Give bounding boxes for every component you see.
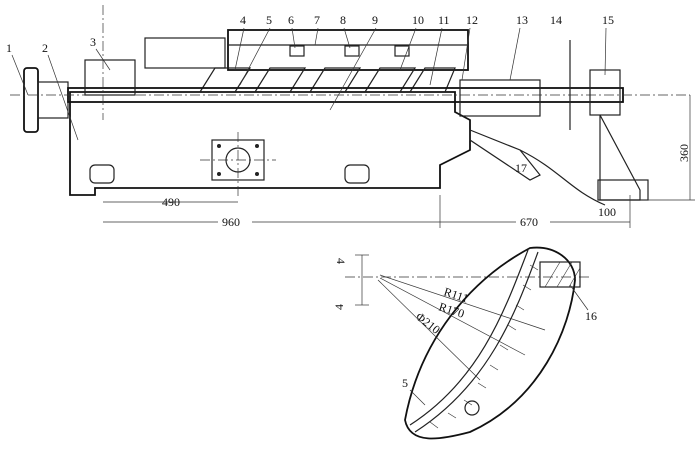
section-marker-bottom: 4 <box>332 304 346 310</box>
drawing-stroke <box>409 67 456 93</box>
end-flange <box>23 67 39 133</box>
drawing-stroke <box>544 261 581 288</box>
trough-housing <box>227 29 469 71</box>
dim-360: 360 <box>677 144 691 162</box>
dimension-lines: 490 960 670 100 360 <box>103 95 695 229</box>
drawing-stroke <box>289 45 305 57</box>
bracket-17 <box>469 129 541 181</box>
hub <box>37 81 69 119</box>
drawing-stroke <box>47 54 79 141</box>
label-13: 13 <box>516 13 528 27</box>
bed-body <box>69 91 471 196</box>
liner-inner <box>409 249 529 426</box>
label-7: 7 <box>314 13 320 27</box>
gear-housing <box>459 79 541 117</box>
label-10: 10 <box>412 13 424 27</box>
drawing-stroke <box>516 214 550 228</box>
drawing-stroke <box>499 344 509 351</box>
drawing-stroke <box>429 27 443 86</box>
drawing-stroke <box>447 412 457 419</box>
drawing-stroke <box>377 279 481 381</box>
screw-flights <box>199 67 456 93</box>
drawing-stroke <box>556 261 573 288</box>
drawing-stroke <box>379 274 546 331</box>
drawing-stroke <box>217 172 221 176</box>
end-bearing <box>589 69 621 116</box>
drawing-stroke <box>379 277 526 356</box>
label-11: 11 <box>438 13 450 27</box>
section-marker-top: 4 <box>334 258 348 264</box>
drawing-stroke <box>291 27 296 49</box>
drawing-stroke <box>477 382 487 389</box>
label-17: 17 <box>515 161 527 175</box>
dim-670: 670 <box>520 215 538 229</box>
label-1: 1 <box>6 41 12 55</box>
drawing-stroke <box>95 48 111 71</box>
bolt <box>464 400 480 416</box>
dim-100: 100 <box>598 205 616 219</box>
dim-490: 490 <box>162 195 180 209</box>
drawing-stroke <box>309 67 362 93</box>
label-8: 8 <box>340 13 346 27</box>
drawing-stroke <box>217 144 221 148</box>
drawing-stroke <box>429 421 439 429</box>
drawing-stroke <box>399 27 417 71</box>
drawing-stroke <box>461 27 471 81</box>
pipe <box>519 149 606 206</box>
drawing-stroke <box>522 284 532 291</box>
drawing-stroke <box>239 27 271 86</box>
drawing-stroke <box>507 324 517 331</box>
drawing-stroke <box>343 27 351 49</box>
drawing-stroke <box>234 27 245 71</box>
label-9: 9 <box>372 13 378 27</box>
foot-slot-right <box>344 164 370 184</box>
liner-outer <box>414 251 539 433</box>
drawing-stroke <box>569 284 589 311</box>
drawing-stroke <box>509 27 521 81</box>
foot-slot-left <box>89 164 115 184</box>
label-14: 14 <box>550 13 562 27</box>
drawing-stroke <box>11 54 29 96</box>
drawing-stroke <box>344 45 360 57</box>
top-bracket <box>144 37 226 69</box>
drawing-stroke <box>529 264 539 271</box>
dim-960: 960 <box>222 215 240 229</box>
section-label-16: 16 <box>585 309 597 323</box>
drawing-stroke <box>255 144 259 148</box>
drawing-stroke <box>568 267 581 288</box>
drawing-stroke <box>254 67 307 93</box>
support-leg <box>599 114 641 201</box>
drawing-stroke <box>604 27 607 76</box>
main-elevation-view <box>10 5 690 206</box>
drawing-stroke <box>394 45 410 57</box>
part-labels: 1 2 3 4 5 6 7 8 9 10 11 12 13 14 15 17 <box>6 13 614 175</box>
section-view: 4 4 R111 R170 Φ210 5 16 <box>332 246 597 440</box>
label-4: 4 <box>240 13 246 27</box>
drawing-stroke <box>515 304 525 311</box>
drawing-stroke <box>255 172 259 176</box>
drawing-stroke <box>544 261 561 288</box>
drawing-stroke <box>329 27 377 111</box>
drawing-stroke <box>489 364 499 371</box>
label-12: 12 <box>466 13 478 27</box>
bearing-housing <box>84 59 136 96</box>
drawing-stroke <box>314 27 319 46</box>
label-3: 3 <box>90 35 96 49</box>
label-15: 15 <box>602 13 614 27</box>
drawing-stroke <box>364 67 417 93</box>
label-6: 6 <box>288 13 294 27</box>
casing-outline <box>404 246 576 440</box>
drawing-stroke <box>218 214 252 228</box>
drawing-stroke <box>409 389 426 406</box>
drawing-stroke <box>597 179 649 201</box>
section-label-5: 5 <box>402 376 408 390</box>
label-5: 5 <box>266 13 272 27</box>
label-2: 2 <box>42 41 48 55</box>
